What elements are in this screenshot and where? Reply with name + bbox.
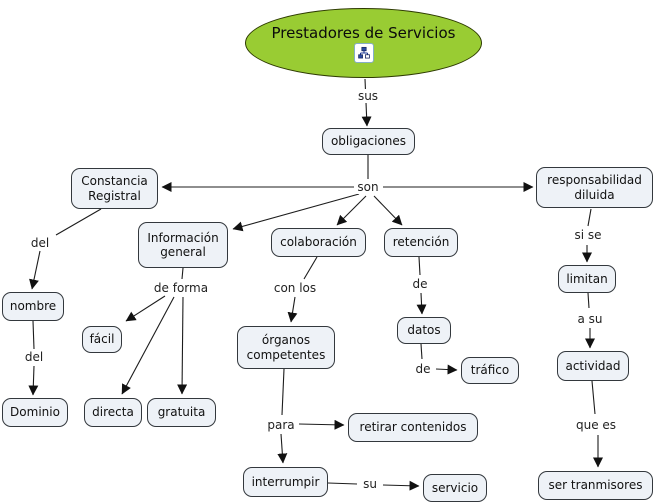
node-limitan[interactable]: limitan: [558, 265, 616, 293]
link-de-trafico: [435, 364, 458, 375]
link-del-dominio: [28, 365, 39, 396]
link-label-del-1[interactable]: del: [28, 236, 52, 250]
link-responsabilidad-sise: [587, 208, 592, 227]
link-label-a-su[interactable]: a su: [575, 312, 605, 326]
link-label-con-los[interactable]: con los: [271, 281, 319, 295]
link-constancia-del: [55, 208, 102, 236]
node-gratuita[interactable]: gratuita: [147, 398, 216, 427]
node-datos[interactable]: datos: [397, 317, 451, 344]
node-actividad[interactable]: actividad: [557, 351, 629, 381]
link-label-de-forma[interactable]: de forma: [151, 281, 211, 295]
link-conlos-organos: [287, 296, 298, 323]
link-su-servicio: [382, 480, 420, 491]
link-organos-para: [281, 368, 285, 416]
root-node-label: Prestadores de Servicios: [271, 23, 456, 42]
link-label-del-2[interactable]: del: [22, 350, 46, 364]
link-label-que-es[interactable]: que es: [573, 418, 619, 432]
node-constancia-registral[interactable]: Constancia Registral: [71, 168, 158, 209]
link-label-de-2[interactable]: de: [413, 362, 433, 376]
link-informacion-deforma: [181, 267, 184, 280]
node-prestadores-de-servicios[interactable]: Prestadores de Servicios: [245, 8, 482, 78]
node-retirar-contenidos[interactable]: retirar contenidos: [348, 413, 478, 442]
node-informacion-general[interactable]: Información general: [138, 222, 228, 268]
link-label-si-se[interactable]: si se: [572, 228, 604, 242]
link-deforma-gratuita: [177, 296, 188, 395]
node-directa[interactable]: directa: [84, 398, 142, 427]
node-retencion[interactable]: retención: [384, 228, 458, 257]
link-colaboracion-conlos: [303, 256, 318, 280]
node-obligaciones[interactable]: obligaciones: [322, 128, 415, 155]
link-para-interrumpir: [277, 433, 288, 464]
sitemap-icon[interactable]: [353, 42, 374, 63]
node-facil[interactable]: fácil: [82, 326, 122, 353]
link-son-retencion: [373, 195, 403, 226]
link-son-informacion: [232, 193, 360, 232]
link-para-retirar: [298, 419, 345, 430]
link-del-nombre: [29, 250, 41, 290]
link-label-para[interactable]: para: [265, 418, 297, 432]
link-label-de-1[interactable]: de: [410, 277, 430, 291]
node-colaboracion[interactable]: colaboración: [271, 228, 366, 257]
node-trafico[interactable]: tráfico: [461, 357, 519, 384]
node-organos-competentes[interactable]: órganos competentes: [237, 326, 335, 369]
node-nombre[interactable]: nombre: [2, 292, 64, 321]
node-servicio[interactable]: servicio: [423, 474, 487, 502]
link-label-su[interactable]: su: [361, 477, 379, 491]
link-datos-de: [420, 343, 423, 360]
link-deforma-directa: [121, 296, 175, 395]
link-interrumpir-su: [327, 482, 358, 485]
link-de-datos: [416, 292, 427, 315]
link-son-colaboracion: [336, 195, 367, 226]
link-label-son[interactable]: son: [355, 180, 381, 194]
link-label-sus[interactable]: sus: [355, 89, 381, 103]
link-nombre-del: [32, 320, 35, 350]
node-dominio[interactable]: Dominio: [2, 398, 68, 427]
node-responsabilidad-diluida[interactable]: responsabilidad diluida: [536, 167, 653, 208]
link-actividad-quees: [591, 380, 596, 415]
link-retencion-de: [418, 256, 421, 276]
node-interrumpir[interactable]: interrumpir: [243, 467, 328, 497]
link-deforma-facil: [125, 295, 166, 322]
node-ser-tranmisores[interactable]: ser tranmisores: [538, 471, 653, 500]
link-limitan-asu: [587, 292, 590, 309]
